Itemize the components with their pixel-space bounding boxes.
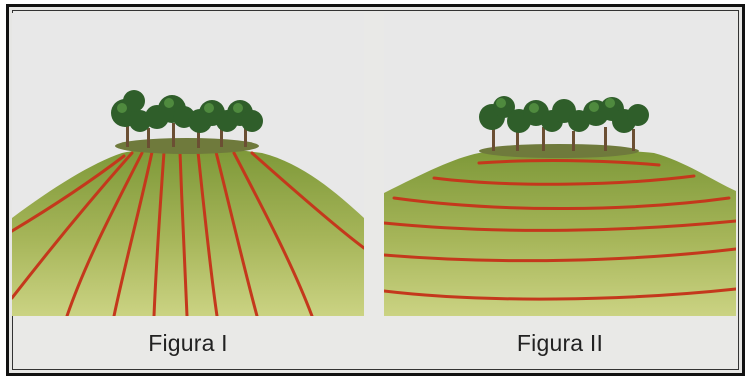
figure-1-caption: Figura I <box>12 330 364 357</box>
figure-1-illustration <box>12 13 364 316</box>
figure-1-svg <box>12 13 364 316</box>
hill <box>384 149 736 316</box>
figure-2-illustration <box>384 13 736 316</box>
figure-2-svg <box>384 13 736 316</box>
figure-2-caption: Figura II <box>384 330 736 357</box>
